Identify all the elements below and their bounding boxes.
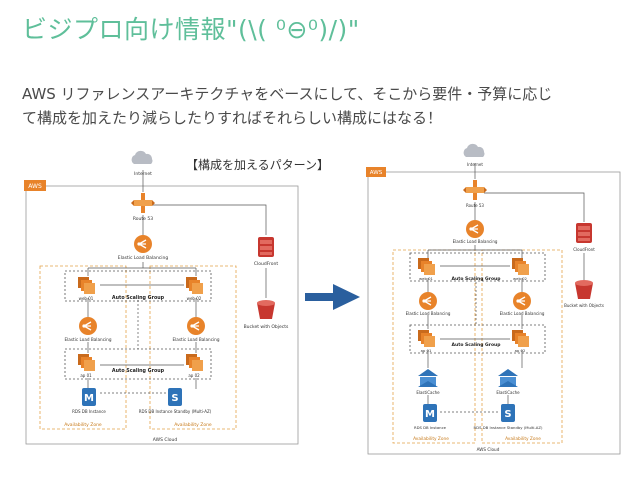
right-asg2-label: Auto Scaling Group [452,342,502,348]
left-ap-b-label: ap 02 [188,373,200,378]
description-line-1: AWS リファレンスアーキテクチャをベースにして、そこから要件・予算に応じ [22,85,553,103]
left-rds-b-icon [168,388,182,406]
left-cloudfront-icon [258,237,274,257]
right-ap-b-icon [512,330,529,347]
right-asg1-label: Auto Scaling Group [452,276,502,282]
right-zone-b-label: Availability Zone [505,436,541,442]
left-route53-icon [131,193,155,213]
left-ap-b-icon [186,354,203,371]
left-elb-a-icon [78,316,98,336]
left-asg1-label: Auto Scaling Group [112,295,165,301]
right-elb-a-icon [418,291,438,311]
left-internet-icon [131,150,153,164]
right-bucket-label: Bucket with Objects [564,303,604,308]
right-web-a-icon [418,258,435,275]
right-zone-a-label: Availability Zone [413,436,449,442]
right-web-b-icon [512,258,529,275]
right-elb-top-label: Elastic Load Balancing [453,239,498,244]
left-elb-b-icon [186,316,206,336]
right-cache-b-label: ElastiCache [496,390,520,395]
page-title: ビジプロ向け情報"(\( ⁰⊖⁰)/)" [22,15,360,44]
right-cache-a-icon [418,369,438,387]
left-internet-label: Internet [134,171,152,177]
left-aws-badge [24,180,46,191]
right-asg1-box [409,252,546,282]
left-zone-b-label: Availability Zone [174,422,212,428]
right-bucket-icon [575,280,593,299]
right-ap-a-label: ap 01 [421,348,432,353]
description: AWS リファレンスアーキテクチャをベースにして、そこから要件・予算に応じ て構… [22,82,622,130]
left-rds-a-icon [82,388,96,406]
left-web-b-icon [186,277,203,294]
right-cloudfront-label: CloudFront [573,247,595,252]
right-aws-cloud-frame [367,171,621,455]
left-elb-a-label: Elastic Load Balancing [65,337,112,342]
right-elb-top-icon [465,219,485,239]
right-ap-b-label: ap 02 [515,348,526,353]
left-bucket-label: Bucket with Objects [244,324,289,330]
left-ap-a-icon [78,354,95,371]
left-diagram: AWS Availability Zone Availability Zone … [24,150,299,445]
right-cloudfront-icon [576,223,592,243]
right-aws-badge-label: AWS [370,170,383,176]
right-connectors [427,163,585,413]
left-ap-a-label: ap 01 [80,373,92,378]
left-cloudfront-label: CloudFront [254,261,278,267]
right-cache-a-label: ElastiCache [416,390,440,395]
left-web-b-label: web 02 [187,296,202,301]
left-web-a-label: web 01 [79,296,94,301]
right-rds-a-icon [423,404,437,422]
transform-arrow [305,284,360,310]
right-asg2-box [409,324,546,354]
left-bucket-icon [257,300,275,319]
left-zone-a-label: Availability Zone [64,422,102,428]
description-line-2: て構成を加えたり減らしたりすればそれらしい構成にはなる！ [22,109,443,127]
pattern-label: 【構成を加えるパターン】 [186,158,330,172]
left-aws-cloud-frame [25,185,299,445]
left-elb-top-icon [133,234,153,254]
right-route53-label: Route 53 [466,203,484,208]
right-internet-icon [463,143,485,157]
right-web-b-label: web 02 [513,276,527,281]
right-internet-label: Internet [467,162,483,167]
right-diagram: AWS Availability Zone Availability Zone … [366,143,621,455]
right-ap-a-icon [418,330,435,347]
right-rds-b-label: RDS DB Instance Standby (Multi-AZ) [474,425,543,430]
right-web-a-label: web 01 [419,276,433,281]
left-cloud-label: AWS Cloud [153,437,178,443]
left-aws-badge-label: AWS [28,183,42,190]
right-rds-a-label: RDS DB Instance [414,425,447,430]
right-elb-a-label: Elastic Load Balancing [406,311,451,316]
left-web-a-icon [78,277,95,294]
right-elb-b-label: Elastic Load Balancing [500,311,545,316]
left-zone-b [149,265,237,430]
right-aws-badge [366,167,386,177]
right-cloud-label: AWS Cloud [477,447,500,452]
right-elb-b-icon [512,291,532,311]
left-connectors [87,170,267,394]
right-cache-b-icon [498,369,518,387]
left-rds-b-label: RDS DB Instance Standby (Multi-AZ) [139,409,212,414]
right-route53-icon [463,180,487,200]
left-elb-top-label: Elastic Load Balancing [118,255,169,261]
left-zone-a [39,265,127,430]
left-rds-a-label: RDS DB Instance [72,409,106,414]
left-asg2-label: Auto Scaling Group [112,368,165,374]
left-elb-b-label: Elastic Load Balancing [173,337,220,342]
right-rds-b-icon [501,404,515,422]
left-route53-label: Route 53 [133,216,153,222]
